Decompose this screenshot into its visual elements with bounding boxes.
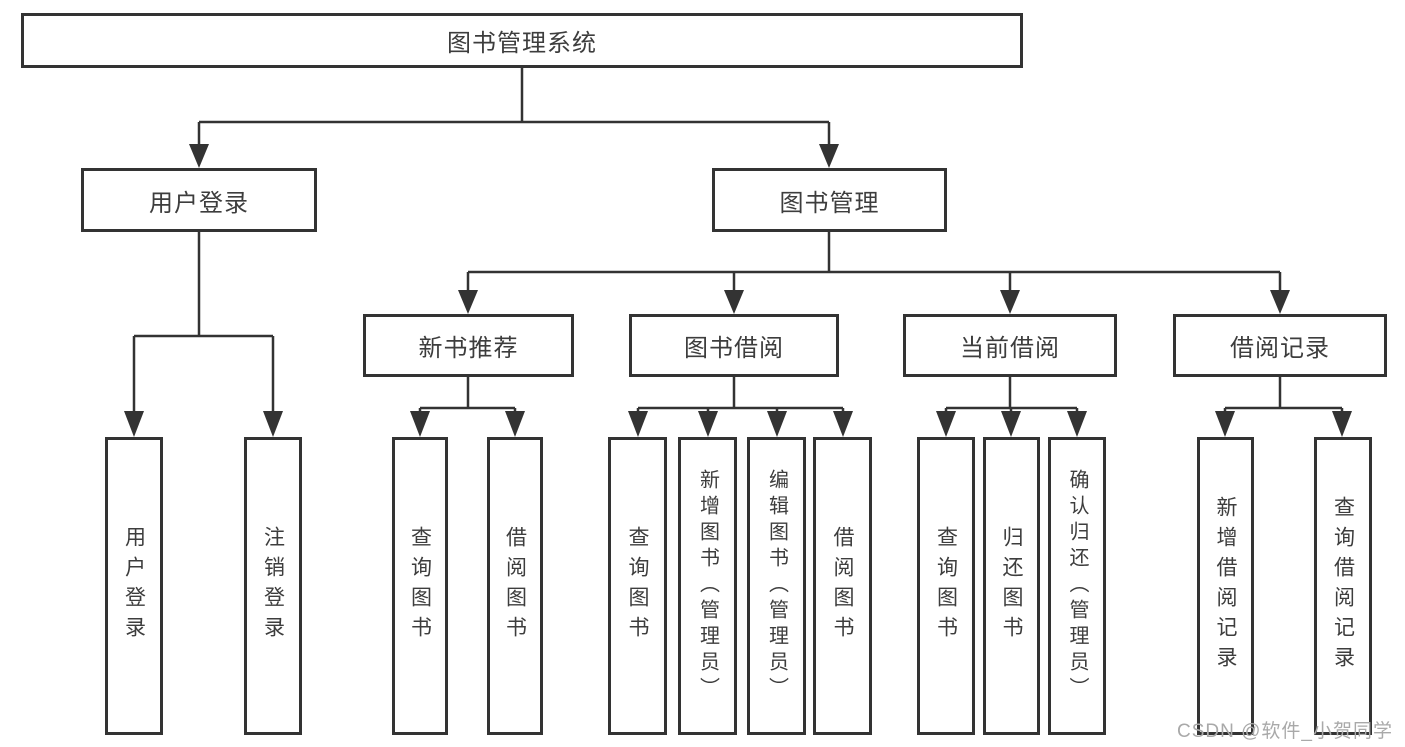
arrowhead-icon bbox=[1067, 411, 1087, 437]
node-borrowing-records: 借阅记录 bbox=[1173, 314, 1387, 377]
arrowhead-icon bbox=[458, 290, 478, 314]
node-label: 借阅记录 bbox=[1230, 335, 1330, 362]
watermark-text: CSDN @软件_小贺同学 bbox=[1177, 721, 1393, 742]
leaf-recommend-borrow-books: 借阅图书 bbox=[487, 437, 543, 735]
leaf-label: 新增图书（管理员） bbox=[696, 469, 719, 703]
arrowhead-icon bbox=[936, 411, 956, 437]
node-current-borrowing: 当前借阅 bbox=[903, 314, 1117, 377]
arrowhead-icon bbox=[124, 411, 144, 437]
leaf-label: 借阅图书 bbox=[831, 526, 854, 646]
leaf-label: 查询图书 bbox=[408, 526, 432, 646]
leaf-edit-books-admin: 编辑图书（管理员） bbox=[747, 437, 806, 735]
node-label: 图书管理 bbox=[779, 189, 880, 217]
leaf-label: 新增借阅记录 bbox=[1214, 496, 1237, 676]
leaf-logout: 注销登录 bbox=[244, 437, 302, 735]
node-label: 新书推荐 bbox=[418, 335, 519, 362]
leaf-current-query-books: 查询图书 bbox=[917, 437, 975, 735]
connector-line bbox=[944, 377, 1079, 414]
arrowhead-icon bbox=[1332, 411, 1352, 437]
arrowhead-icon bbox=[1215, 411, 1235, 437]
leaf-borrow-query-books: 查询图书 bbox=[608, 437, 667, 735]
leaf-return-books: 归还图书 bbox=[983, 437, 1040, 735]
connector-line bbox=[1223, 377, 1344, 414]
leaf-label: 注销登录 bbox=[261, 526, 285, 646]
leaf-label: 归还图书 bbox=[1000, 526, 1023, 646]
leaf-label: 借阅图书 bbox=[503, 526, 527, 646]
leaf-label: 查询图书 bbox=[626, 526, 649, 646]
arrowhead-icon bbox=[410, 411, 430, 437]
connector-line bbox=[418, 377, 517, 414]
connector-line bbox=[466, 232, 1282, 291]
arrowhead-icon bbox=[698, 411, 718, 437]
arrowhead-icon bbox=[819, 144, 839, 168]
node-library-management-system: 图书管理系统 bbox=[21, 13, 1023, 68]
arrowhead-icon bbox=[833, 411, 853, 437]
leaf-user-login: 用户登录 bbox=[105, 437, 163, 735]
connector-line bbox=[132, 232, 275, 414]
leaf-add-books-admin: 新增图书（管理员） bbox=[678, 437, 737, 735]
leaf-add-borrow-record: 新增借阅记录 bbox=[1197, 437, 1254, 735]
leaf-label: 确认归还（管理员） bbox=[1066, 469, 1088, 703]
arrowhead-icon bbox=[1001, 411, 1021, 437]
node-user-login: 用户登录 bbox=[81, 168, 317, 232]
connector-line bbox=[636, 377, 845, 414]
leaf-label: 编辑图书（管理员） bbox=[765, 469, 788, 703]
arrowhead-icon bbox=[189, 144, 209, 168]
leaf-label: 查询图书 bbox=[934, 526, 958, 646]
leaf-confirm-return-admin: 确认归还（管理员） bbox=[1048, 437, 1106, 735]
arrowhead-icon bbox=[767, 411, 787, 437]
arrowhead-icon bbox=[505, 411, 525, 437]
connector-line bbox=[197, 68, 831, 146]
node-label: 图书借阅 bbox=[684, 335, 784, 362]
node-book-borrowing: 图书借阅 bbox=[629, 314, 839, 377]
leaf-recommend-query-books: 查询图书 bbox=[392, 437, 448, 735]
node-new-book-recommendation: 新书推荐 bbox=[363, 314, 574, 377]
arrowhead-icon bbox=[263, 411, 283, 437]
leaf-label: 查询借阅记录 bbox=[1331, 496, 1355, 676]
arrowhead-icon bbox=[724, 290, 744, 314]
node-label: 图书管理系统 bbox=[447, 30, 597, 57]
leaf-query-borrow-record: 查询借阅记录 bbox=[1314, 437, 1372, 735]
node-book-management: 图书管理 bbox=[712, 168, 947, 232]
arrowhead-icon bbox=[628, 411, 648, 437]
arrowhead-icon bbox=[1270, 290, 1290, 314]
node-label: 当前借阅 bbox=[960, 335, 1060, 362]
leaf-borrow-books: 借阅图书 bbox=[813, 437, 872, 735]
arrowhead-icon bbox=[1000, 290, 1020, 314]
node-label: 用户登录 bbox=[149, 189, 249, 217]
leaf-label: 用户登录 bbox=[122, 526, 146, 646]
